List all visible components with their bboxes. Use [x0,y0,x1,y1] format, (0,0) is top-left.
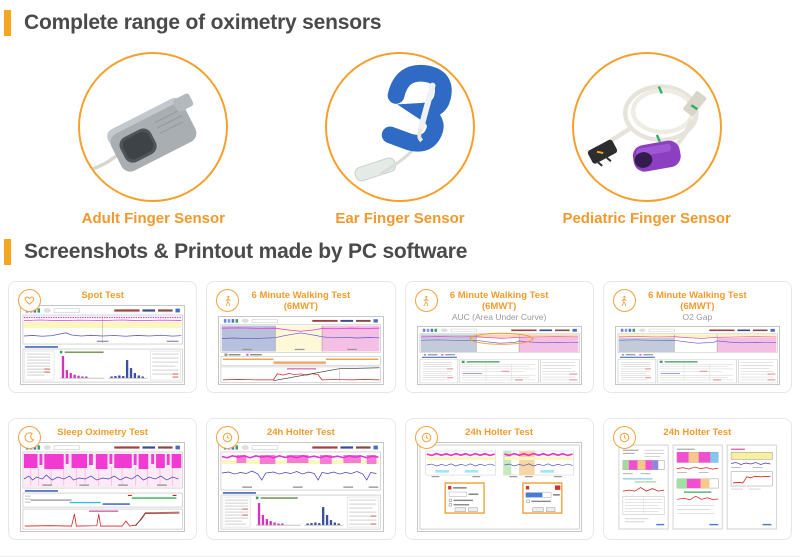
sensor-label: Adult Finger Sensor [81,210,225,227]
section-heading-screenshots: Screenshots & Printout made by PC softwa… [4,239,800,265]
card-6mwt-auc: 6 Minute Walking Test (6MWT) AUC (Area U… [404,281,594,393]
card-title: 6 Minute Walking Test (6MWT) [449,290,549,312]
card-title: 6 Minute Walking Test (6MWT) [251,290,351,312]
card-6mwt: 6 Minute Walking Test (6MWT) [206,281,396,393]
clock-icon [414,426,438,449]
moon-icon [18,426,41,449]
section-title: Screenshots & Printout made by PC softwa… [24,240,468,263]
adult-finger-sensor-image [78,52,229,202]
sensor-item-pediatric: Pediatric Finger Sensor [527,52,767,227]
screenshot-thumbnail-sleep[interactable] [20,441,186,532]
pediatric-finger-sensor-image [571,52,722,202]
card-title: Spot Test [81,290,124,301]
card-title: 24h Holter Test [266,427,335,438]
screenshot-thumbnail-holter-3[interactable] [614,441,780,532]
card-title: 24h Holter Test [465,427,534,438]
sensor-label: Ear Finger Sensor [335,210,465,227]
card-6mwt-o2gap: 6 Minute Walking Test (6MWT) O2 Gap [602,281,792,393]
sensor-label: Pediatric Finger Sensor [562,210,731,227]
card-title: 6 Minute Walking Test (6MWT) [648,290,747,312]
screenshot-thumbnail-6mwt-o2gap[interactable] [614,325,780,385]
clock-icon [216,426,240,449]
heart-icon [18,289,41,312]
clock-icon [612,426,636,449]
card-holter-1: 24h Holter Test [206,418,396,540]
heading-accent-bar [4,10,11,36]
screenshot-thumbnail-6mwt[interactable] [218,315,384,385]
heading-accent-bar [4,239,11,265]
walker-icon [414,289,438,312]
card-title: 24h Holter Test [663,427,732,438]
card-spot-test: Spot Test [8,281,198,393]
card-sleep-oximetry: Sleep Oximetry Test [8,418,198,540]
card-subtitle: AUC (Area Under Curve) [451,311,547,322]
page-title: Complete range of oximetry sensors [24,11,382,34]
sensor-item-ear: Ear Finger Sensor [280,52,520,227]
screenshot-thumbnail-6mwt-auc[interactable] [416,325,582,385]
card-title: Sleep Oximetry Test [57,427,148,438]
card-holter-3: 24h Holter Test [602,418,792,540]
section-heading-sensors: Complete range of oximetry sensors [4,10,800,36]
card-subtitle: O2 Gap [682,311,713,322]
sensor-gallery: Adult Finger Sensor Ear Finger Sensor [0,52,800,227]
card-holter-2: 24h Holter Test [404,418,594,540]
screenshot-thumbnail-holter-1[interactable] [218,441,384,532]
screenshot-thumbnail-holter-2[interactable] [416,441,582,532]
ear-finger-sensor-image [324,52,475,202]
sensor-item-adult: Adult Finger Sensor [33,52,273,227]
walker-icon [612,289,636,312]
walker-icon [216,289,240,312]
screenshot-grid: Spot Test [0,281,800,540]
screenshot-thumbnail-spot-test[interactable] [20,304,186,385]
